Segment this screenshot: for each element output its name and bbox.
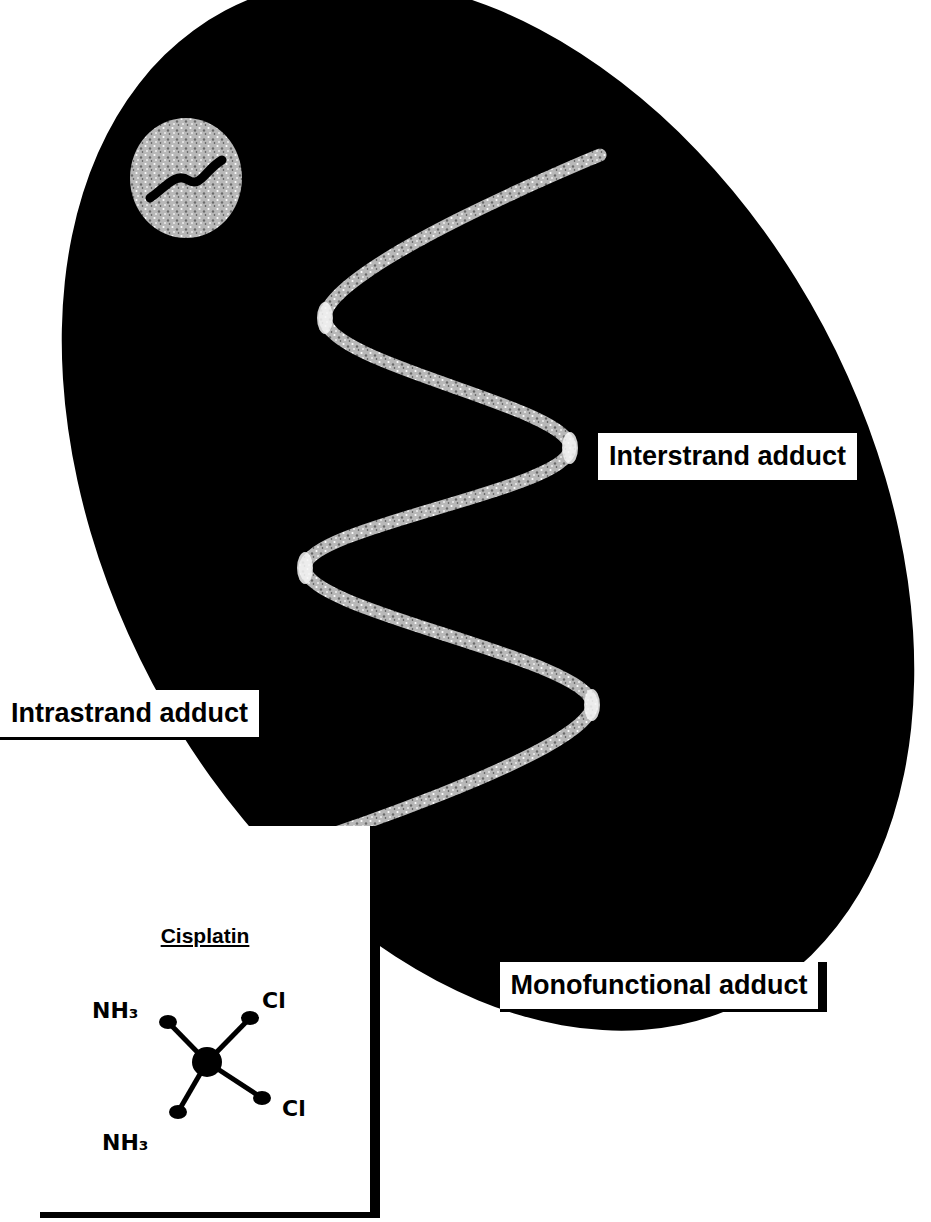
dna-ribbon xyxy=(290,155,600,848)
label-box: Monofunctional adduct xyxy=(500,962,827,1012)
label-text: Monofunctional adduct xyxy=(510,970,808,1001)
atom xyxy=(159,1015,177,1029)
dna-highlight xyxy=(584,689,600,721)
dna-highlight xyxy=(297,552,313,584)
label-box: Intrastrand adduct xyxy=(0,690,268,740)
atom-label: NH₃ xyxy=(92,1000,138,1022)
atom-label: NH₃ xyxy=(102,1132,148,1154)
bond xyxy=(178,1062,207,1112)
atom-label: Cl xyxy=(262,990,286,1012)
atom xyxy=(241,1011,259,1025)
atom xyxy=(169,1105,187,1119)
panel-title: Cisplatin xyxy=(40,924,370,948)
dna-highlight xyxy=(317,302,333,334)
atom-label: Cl xyxy=(282,1098,306,1120)
nucleus xyxy=(130,118,242,238)
cisplatin-molecule xyxy=(159,1011,271,1119)
label-text: Intrastrand adduct xyxy=(10,698,249,729)
label-text: Interstrand adduct xyxy=(608,441,847,472)
platinum-atom xyxy=(192,1047,222,1077)
dna-highlight xyxy=(562,432,578,464)
atom xyxy=(253,1091,271,1105)
structure-panel: Cisplatin xyxy=(40,826,380,1218)
nucleus-dna xyxy=(150,160,222,198)
bond xyxy=(168,1022,207,1062)
bond xyxy=(207,1018,250,1062)
bond xyxy=(207,1062,262,1098)
dna-strand xyxy=(290,155,600,848)
label-box: Interstrand adduct xyxy=(598,433,866,483)
